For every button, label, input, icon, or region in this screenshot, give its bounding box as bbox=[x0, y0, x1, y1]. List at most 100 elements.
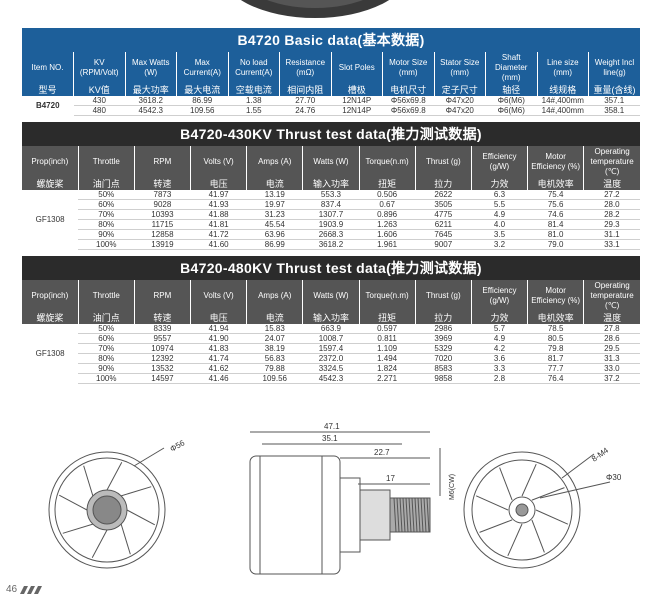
table-cell: 663.9 bbox=[302, 324, 360, 334]
test-header-cn: 输入功率 bbox=[302, 178, 360, 190]
thread-line bbox=[393, 497, 397, 533]
table-cell: 29.5 bbox=[583, 343, 640, 354]
thread-line bbox=[426, 497, 430, 533]
table-cell: 75.4 bbox=[527, 190, 584, 200]
test-header: Volts (V) bbox=[190, 146, 248, 178]
test-header: Operating temperature (℃) bbox=[583, 280, 640, 312]
table-cell: 80.5 bbox=[527, 333, 584, 344]
table-cell: 837.4 bbox=[302, 199, 360, 210]
test-header-cn: 扭矩 bbox=[359, 312, 416, 324]
table-cell: 100% bbox=[78, 239, 135, 250]
bolt-circle-label: Φ30 bbox=[606, 473, 622, 482]
spoke-line bbox=[62, 523, 94, 534]
table-cell: 70% bbox=[78, 209, 135, 220]
table-cell: Φ47x20 bbox=[434, 105, 486, 116]
table-cell: 41.81 bbox=[190, 219, 247, 230]
page-footer: 46 bbox=[6, 584, 43, 595]
table-cell: 86.99 bbox=[176, 96, 228, 106]
spoke-line bbox=[499, 467, 513, 501]
test-header-cn: 电流 bbox=[246, 312, 304, 324]
side-view-drawing bbox=[249, 431, 441, 575]
table-cell: 0.506 bbox=[359, 190, 416, 200]
spoke-line bbox=[106, 461, 123, 491]
table-cell: 3.3 bbox=[471, 363, 528, 374]
table-cell: 41.94 bbox=[190, 324, 247, 334]
table-cell: 4542.3 bbox=[302, 373, 360, 384]
table-cell: 27.2 bbox=[583, 190, 640, 200]
table-cell: 41.46 bbox=[190, 373, 247, 384]
table-cell: 1.494 bbox=[359, 353, 416, 364]
basic-header: Resistance (mΩ) bbox=[279, 52, 332, 84]
table-cell: 41.72 bbox=[190, 229, 247, 240]
test-header: Thrust (g) bbox=[415, 280, 472, 312]
table-cell: 9007 bbox=[415, 239, 472, 250]
test-header: Torque(n.m) bbox=[359, 146, 416, 178]
basic-header: Stator Size (mm) bbox=[434, 52, 486, 84]
table-cell: 3618.2 bbox=[125, 96, 177, 106]
test-header-cn: 转速 bbox=[134, 178, 192, 190]
table-cell: 45.54 bbox=[246, 219, 303, 230]
spoke-line bbox=[521, 463, 537, 497]
test-header: Prop(inch) bbox=[22, 280, 79, 312]
table-cell: 4.0 bbox=[471, 219, 528, 230]
table-cell: 74.6 bbox=[527, 209, 584, 220]
table-cell: 90% bbox=[78, 363, 135, 374]
spoke-line bbox=[126, 509, 156, 526]
basic-header-cn: 型号 bbox=[22, 84, 74, 96]
test-header-cn: 温度 bbox=[583, 312, 640, 324]
table-cell: 430 bbox=[73, 96, 125, 106]
table-cell: 6211 bbox=[415, 219, 472, 230]
thread-line bbox=[399, 497, 403, 533]
table-cell: Φ6(M6) bbox=[485, 96, 537, 106]
table-cell: 19.97 bbox=[246, 199, 303, 210]
table-cell: 4.9 bbox=[471, 333, 528, 344]
table-cell: 50% bbox=[78, 324, 135, 334]
table-cell: 7873 bbox=[134, 190, 191, 200]
table-cell: 31.23 bbox=[246, 209, 303, 220]
table-cell: 1.38 bbox=[228, 96, 280, 106]
table-cell: Φ56x69.8 bbox=[382, 96, 434, 106]
table-cell: 10974 bbox=[134, 343, 191, 354]
table-cell: 15.83 bbox=[246, 324, 303, 334]
test-header-cn: 电压 bbox=[190, 178, 248, 190]
spoke-line bbox=[120, 523, 131, 555]
table-cell: 27.70 bbox=[279, 96, 331, 106]
table-cell: 33.1 bbox=[583, 239, 640, 250]
test-header: RPM bbox=[134, 146, 192, 178]
shaft-length-label: 22.7 bbox=[374, 448, 390, 457]
thread-line bbox=[411, 497, 415, 533]
test-header-cn: 转速 bbox=[134, 312, 192, 324]
test-header-cn: 输入功率 bbox=[302, 312, 360, 324]
test-header-cn: 油门点 bbox=[78, 312, 135, 324]
test-header-cn: 电机效率 bbox=[527, 312, 585, 324]
test-header-cn: 力效 bbox=[471, 312, 529, 324]
table-cell: 2.8 bbox=[471, 373, 528, 384]
test-header: Motor Efficiency (%) bbox=[527, 146, 585, 178]
table-cell: 0.896 bbox=[359, 209, 416, 220]
table-cell: 60% bbox=[78, 333, 135, 344]
body-length-label: 35.1 bbox=[322, 434, 338, 443]
table-cell: 1.109 bbox=[359, 343, 416, 354]
table-cell: Φ6(M6) bbox=[485, 105, 537, 116]
table-cell: 2622 bbox=[415, 190, 472, 200]
thread-length-label: 17 bbox=[386, 474, 395, 483]
table-cell: 50% bbox=[78, 190, 135, 200]
table-cell: 79.88 bbox=[246, 363, 303, 374]
basic-header: Max Current(A) bbox=[176, 52, 229, 84]
table-cell: 2.271 bbox=[359, 373, 416, 384]
test-header: Watts (W) bbox=[302, 146, 360, 178]
thread-line bbox=[423, 497, 427, 533]
table-cell: 79.0 bbox=[527, 239, 584, 250]
test480-title: B4720-480KV Thrust test data(推力测试数据) bbox=[22, 256, 640, 280]
table-cell: 7020 bbox=[415, 353, 472, 364]
basic-header-cn: 槽极 bbox=[331, 84, 383, 96]
